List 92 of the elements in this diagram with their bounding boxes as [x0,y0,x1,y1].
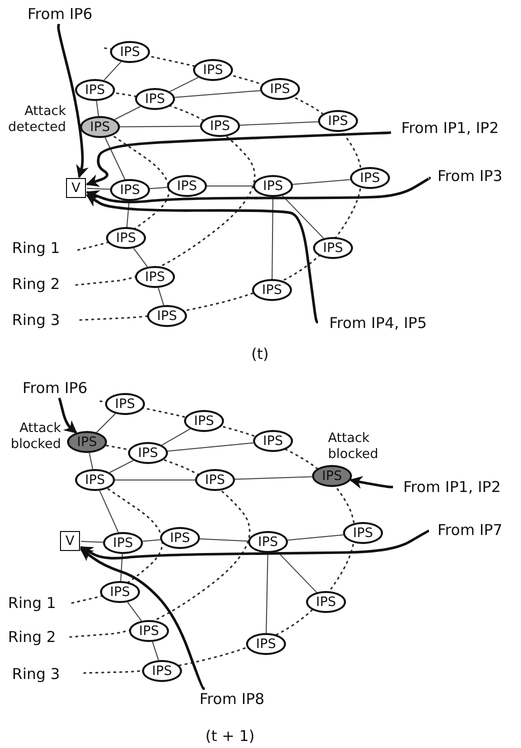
ips-node: IPS [100,581,140,603]
ring-label: Ring 2 [8,628,56,646]
ips-node: IPS [253,430,293,452]
attack-arrow [58,398,78,434]
ips-node: IPS [147,305,187,327]
link-line [88,452,94,470]
ips-node: IPS [80,116,120,138]
ips-node: IPS [106,227,146,249]
link-line [167,442,254,452]
attack-arrow [80,548,206,690]
ips-node: IPS [343,522,383,544]
attack-arrow [57,24,89,178]
ips-node: IPS [160,527,200,549]
link-line [104,137,126,180]
ring-label: Ring 2 [12,275,60,293]
ips-node: IPS [313,237,353,259]
attack-arrow [86,131,392,187]
ips-node: IPS [200,115,240,137]
ips-node: IPS [167,175,207,197]
attack-arrow [86,194,319,324]
link-line [104,61,122,81]
ips-node: IPS [128,442,168,464]
source-label: From IP8 [198,690,266,708]
link-line [96,413,116,433]
link-line [152,641,159,661]
link-line [292,179,351,185]
link-line [239,121,319,126]
ring-label: Ring 3 [12,665,60,683]
ips-node: IPS [75,469,115,491]
ring-label: Ring 3 [12,311,60,329]
source-label: From IP4, IP5 [328,314,428,332]
ips-node: IPS [195,469,235,491]
ips-node: IPS [306,591,346,613]
link-line [272,196,274,280]
ips-node: IPS [110,179,150,201]
link-line [133,248,148,268]
link-line [120,126,200,128]
link-line [169,76,199,92]
link-line [142,539,161,542]
ips-node: IPS [142,660,182,682]
link-line [99,490,119,533]
ips-node: IPS [103,532,143,554]
status-note: Attack blocked [328,431,380,463]
attack-arrow [86,176,431,204]
link-line [109,460,134,473]
link-line [114,106,141,120]
ips-node: IPS [260,78,300,100]
ips-node: IPS [105,393,145,415]
ips-node: IPS [184,410,224,432]
source-label: From IP3 [436,167,504,185]
ips-node: IPS [110,41,150,63]
link-line [161,428,191,446]
link-line [199,538,249,542]
ips-node: IPS [312,465,352,487]
ring-label: Ring 1 [8,594,56,612]
ring-label: Ring 1 [12,239,60,257]
source-label: From IP1, IP2 [400,119,500,137]
source-label: From IP1, IP2 [402,478,502,496]
status-note: Attack blocked [10,421,61,453]
target-box: V [66,178,86,198]
ips-node: IPS [350,167,390,189]
link-line [80,540,104,543]
status-note: Attack detected [7,104,66,136]
source-label: From IP7 [436,521,504,539]
link-line [127,602,142,622]
ips-node: IPS [318,110,358,132]
ips-node: IPS [135,266,175,288]
source-label: From IP6 [26,5,94,23]
link-line [266,552,268,634]
source-label: From IP6 [22,379,88,397]
attack-arrow [80,530,430,560]
panel-caption: (t + 1) [205,727,255,745]
ips-node: IPS [193,59,233,81]
ips-node: IPS [135,88,175,110]
ips-node: IPS [252,279,292,301]
ips-node: IPS [129,620,169,642]
link-line [126,200,130,228]
link-line [174,90,261,98]
ips-node: IPS [75,79,115,101]
link-line [120,554,123,582]
link-line [234,476,312,480]
link-line [158,287,164,306]
ips-node: IPS [248,531,288,553]
target-box: V [60,531,80,551]
ips-node: IPS [246,633,286,655]
link-line [96,100,99,116]
panel-caption: (t) [251,345,269,363]
ips-node: IPS [67,431,107,453]
attack-arrow [349,476,393,489]
link-line [149,186,168,190]
ips-node: IPS [253,175,293,197]
link-line [86,188,110,190]
